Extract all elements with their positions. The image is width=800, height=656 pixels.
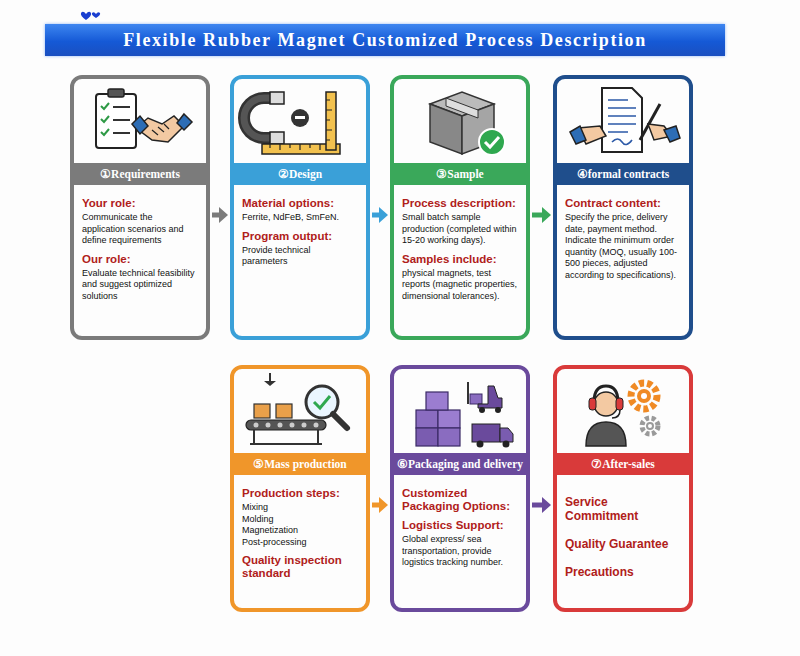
arrow-shaft: [372, 503, 379, 508]
card-body: Service CommitmentQuality GuaranteePreca…: [557, 475, 689, 587]
section-heading: Quality Guarantee: [565, 537, 681, 551]
step-label: ⑥Packaging and delivery: [394, 453, 526, 475]
section-heading: Your role:: [82, 197, 198, 210]
body-text: Small batch sample production (completed…: [402, 212, 518, 247]
conveyor-inspection-icon: [246, 373, 347, 444]
arrow-shaft: [372, 213, 379, 218]
body-text: physical magnets, test reports (magnetic…: [402, 268, 518, 303]
arrow-head: [379, 497, 388, 513]
card-body: Process description: Small batch sample p…: [394, 185, 526, 310]
contract-document-icon: [570, 88, 680, 152]
list-item: Magnetization: [242, 525, 358, 537]
section-heading: Samples include:: [402, 253, 518, 266]
magnet-ruler-icon: [244, 92, 340, 154]
step-label: ⑤Mass production: [234, 453, 366, 475]
boxes-forklift-truck-icon: [416, 382, 513, 448]
clipboard-handshake-icon: [96, 89, 192, 148]
body-text: Mixing: [242, 502, 358, 514]
arrow-head: [542, 207, 551, 223]
list-item: Molding: [242, 514, 358, 526]
flow-arrow: [532, 207, 551, 223]
flow-arrow: [372, 207, 388, 223]
card-body: Material options: Ferrite, NdFeB, SmFeN. P…: [234, 185, 366, 276]
arrow-head: [219, 207, 228, 223]
process-card: ①RequirementsYour role: Communicate the a…: [70, 75, 210, 340]
arrow-shaft: [212, 213, 219, 218]
process-card: ⑥Packaging and deliveryCustomized Packag…: [390, 365, 530, 612]
process-card: ③SampleProcess description: Small batch s…: [390, 75, 530, 340]
flow-arrow: [372, 497, 388, 513]
list-item: Post-processing: [242, 537, 358, 549]
title-banner: Flexible Rubber Magnet Customized Proces…: [45, 24, 725, 56]
arrow-shaft: [532, 213, 542, 218]
section-heading: Program output:: [242, 230, 358, 243]
card-body: Production steps: MixingMoldingMagnetizat…: [234, 475, 366, 588]
box-check-icon: [430, 92, 505, 155]
body-text: Specify the price, delivery date, paymen…: [565, 212, 681, 281]
section-heading: Precautions: [565, 565, 681, 579]
section-heading: Contract content:: [565, 197, 681, 210]
section-heading: Logistics Support:: [402, 519, 518, 532]
process-card: ②DesignMaterial options: Ferrite, NdFeB, …: [230, 75, 370, 340]
card-body: Customized Packaging Options: Logistics S…: [394, 475, 526, 577]
step-label: ①Requirements: [74, 163, 206, 185]
body-text: Provide technical parameters: [242, 245, 358, 268]
section-heading: Process description:: [402, 197, 518, 210]
body-text: Communicate the application scenarios an…: [82, 212, 198, 247]
arrow-shaft: [532, 503, 542, 508]
step-label: ③Sample: [394, 163, 526, 185]
section-heading: Service Commitment: [565, 495, 681, 523]
section-heading: Our role:: [82, 253, 198, 266]
section-heading: Production steps:: [242, 487, 358, 500]
card-body: Contract content: Specify the price, deli…: [557, 185, 689, 289]
body-text: Evaluate technical feasibility and sugge…: [82, 268, 198, 303]
section-heading: Quality inspection standard: [242, 554, 358, 580]
process-card: ⑦After-salesService CommitmentQuality Gu…: [553, 365, 693, 612]
step-label: ④formal contracts: [557, 163, 689, 185]
step-label: ②Design: [234, 163, 366, 185]
process-card: ⑤Mass productionProduction steps:MixingM…: [230, 365, 370, 612]
body-text: Global express/ sea transportation, prov…: [402, 534, 518, 569]
flow-arrow: [212, 207, 228, 223]
body-text: Ferrite, NdFeB, SmFeN.: [242, 212, 358, 224]
flow-arrow: [532, 497, 551, 513]
section-heading: Material options:: [242, 197, 358, 210]
arrow-head: [379, 207, 388, 223]
hearts-decoration: [81, 12, 100, 20]
card-body: Your role: Communicate the application sc…: [74, 185, 206, 310]
support-gears-icon: [586, 383, 658, 446]
step-label: ⑦After-sales: [557, 453, 689, 475]
section-heading: Customized Packaging Options:: [402, 487, 518, 513]
arrow-head: [542, 497, 551, 513]
process-card: ④formal contractsContract content: Specif…: [553, 75, 693, 340]
